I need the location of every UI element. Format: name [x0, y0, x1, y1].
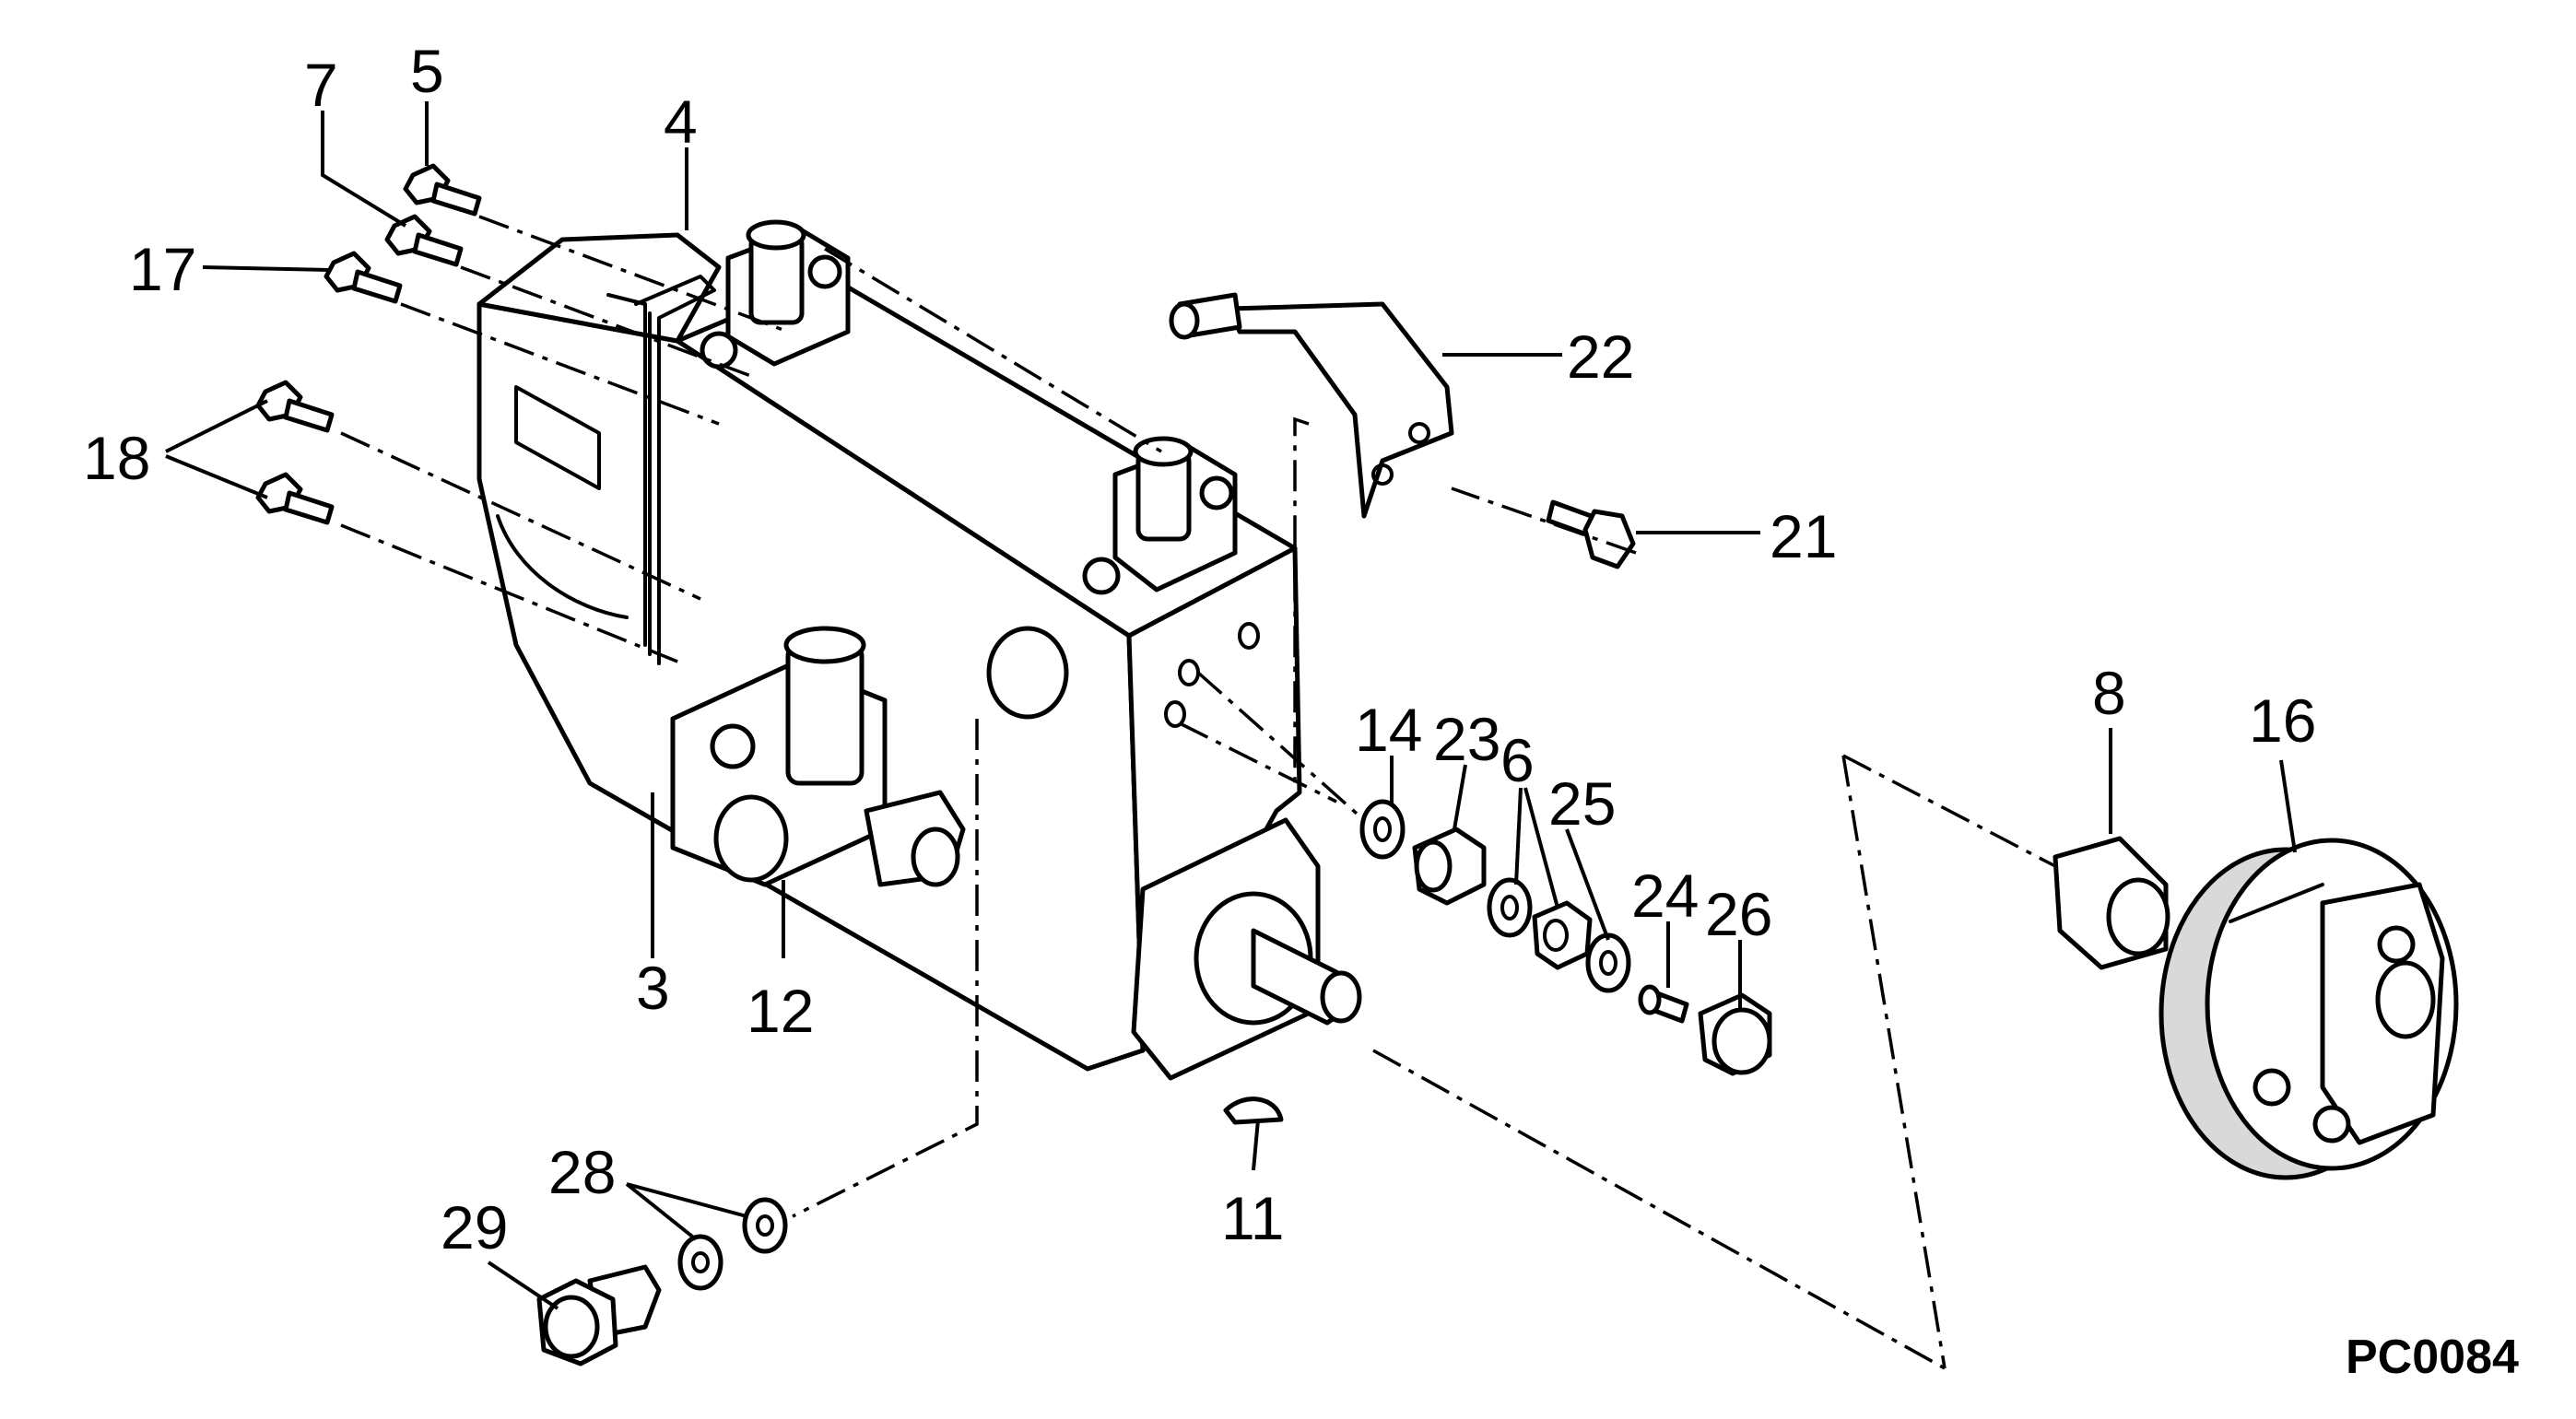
bolt-17 [323, 251, 403, 304]
camshaft-drive-end [1131, 817, 1362, 1081]
callout-16: 16 [2249, 686, 2316, 755]
cap-26 [1698, 992, 1772, 1076]
leader-lines [165, 101, 2297, 1310]
timer-16 [2158, 838, 2459, 1180]
injection-pump-body [476, 219, 1362, 1081]
callout-29: 29 [441, 1193, 508, 1261]
callout-3: 3 [636, 954, 670, 1022]
washer-28-upper [742, 1197, 788, 1254]
callout-21: 21 [1770, 502, 1837, 570]
assembly-centerlines [340, 215, 2056, 1370]
washer-14 [1359, 799, 1406, 860]
bolt-18-upper [255, 380, 335, 433]
callout-18: 18 [83, 424, 150, 492]
fitting-23 [1412, 827, 1487, 906]
woodruff-key-11 [1223, 1096, 1284, 1125]
bracket-22 [1169, 292, 1454, 519]
end-face-hole [1238, 622, 1260, 650]
delivery-valve-holder-front [1082, 436, 1238, 595]
callout-4: 4 [664, 88, 698, 156]
washer-25 [1585, 932, 1631, 993]
callout-7: 7 [304, 51, 338, 119]
callout-17: 17 [129, 235, 196, 303]
inspection-plug [986, 626, 1069, 720]
figure-code: PC0084 [2346, 1331, 2519, 1384]
bolt-7 [384, 214, 464, 267]
callout-labels: 5 7 4 17 18 22 21 14 23 6 25 24 26 8 16 … [83, 37, 2316, 1261]
bolt-5 [403, 163, 482, 217]
callout-14: 14 [1355, 696, 1422, 764]
callout-22: 22 [1567, 322, 1634, 391]
callout-12: 12 [747, 977, 814, 1045]
banjo-bolt-29 [536, 1264, 662, 1366]
bolt-18-lower [255, 472, 335, 525]
callout-23: 23 [1433, 705, 1500, 773]
callout-5: 5 [410, 37, 444, 105]
collar-8 [2053, 836, 2170, 970]
washer-6 [1487, 877, 1533, 938]
end-face-hole [1164, 700, 1186, 728]
screw-24 [1638, 984, 1689, 1024]
callout-26: 26 [1705, 880, 1772, 948]
callout-25: 25 [1548, 769, 1616, 838]
callout-24: 24 [1631, 862, 1699, 930]
delivery-valve-holder-rear [700, 219, 851, 369]
callout-11: 11 [1221, 1184, 1285, 1252]
callout-8: 8 [2092, 659, 2126, 727]
feed-pump [670, 626, 966, 887]
washer-28-lower [677, 1234, 723, 1291]
callout-6: 6 [1500, 726, 1535, 794]
nut-25 [1532, 900, 1593, 970]
bolt-21 [1546, 499, 1636, 569]
callout-28: 28 [548, 1138, 616, 1206]
